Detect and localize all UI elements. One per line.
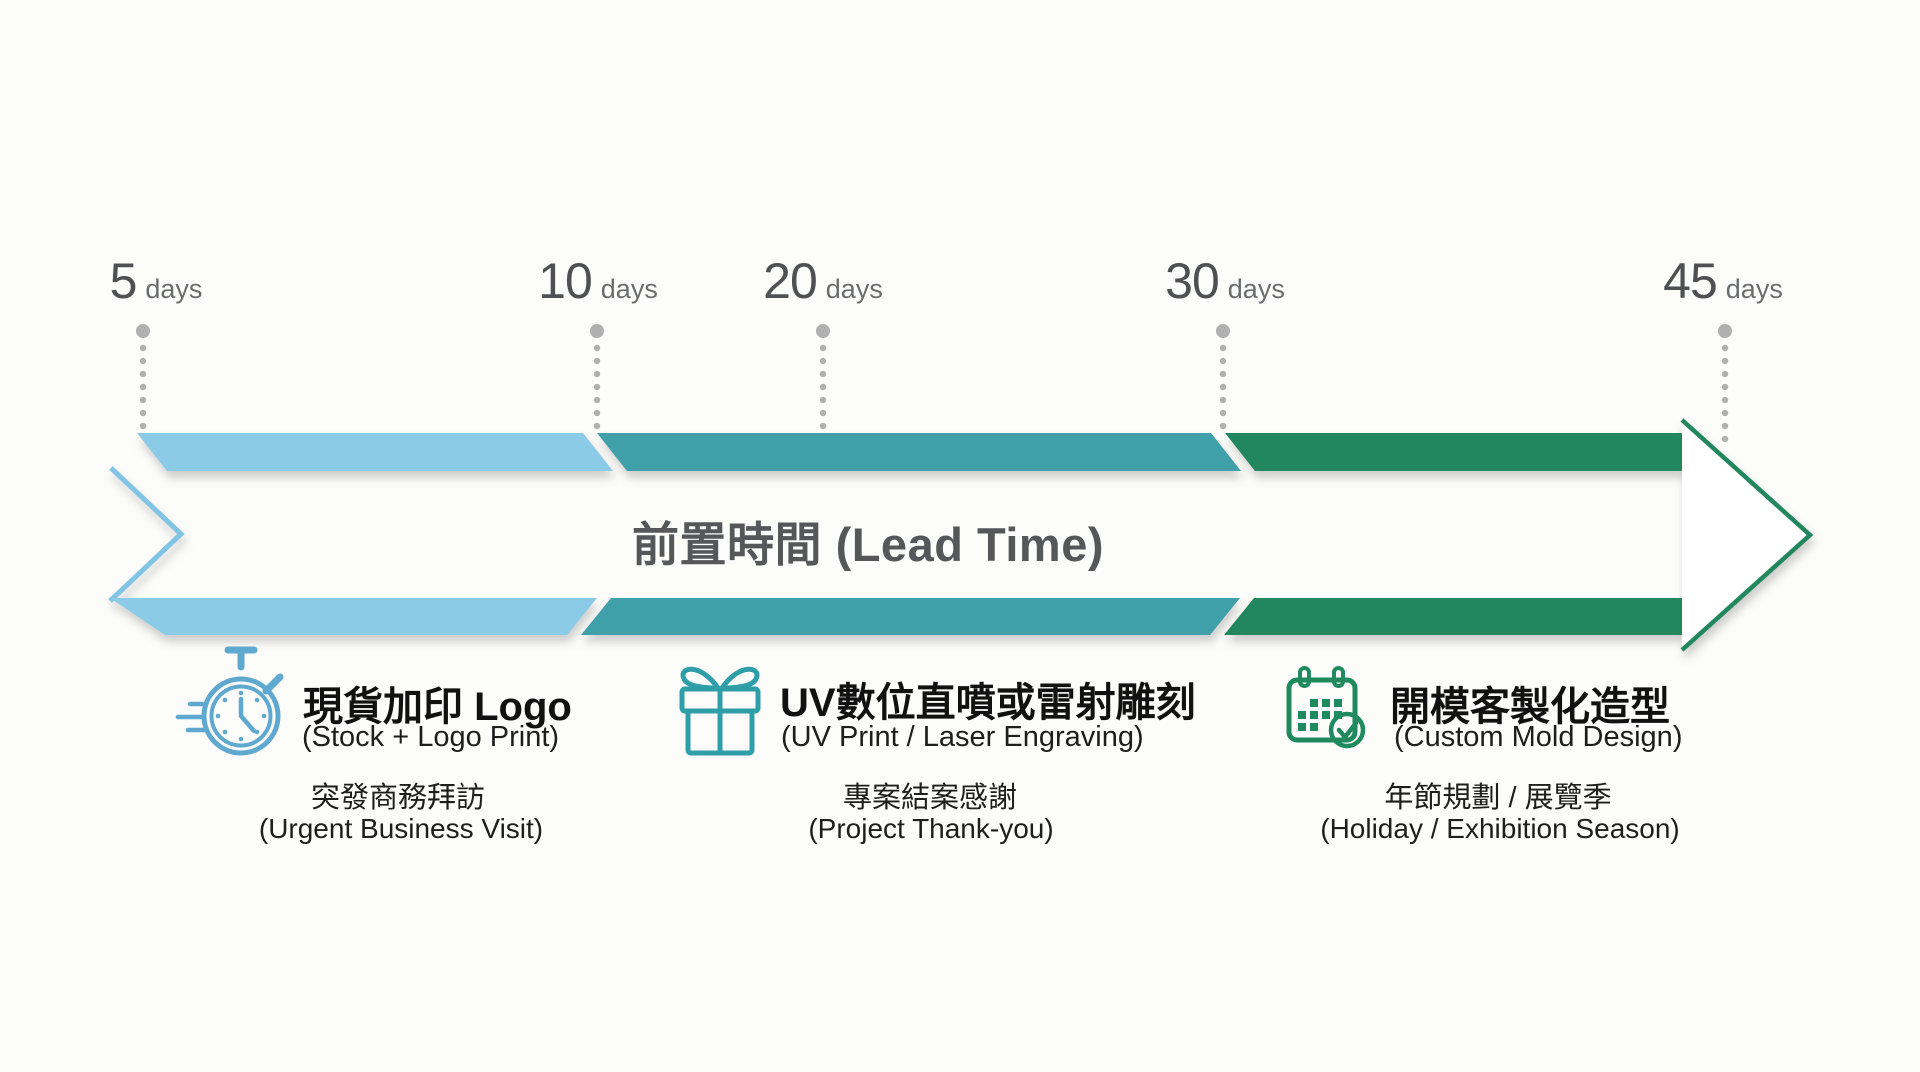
stopwatch-icon xyxy=(175,646,284,756)
timeline-marker-45days: 45 days xyxy=(1663,252,1783,310)
section-mold-title-zh: 開模客製化造型 xyxy=(1390,685,1670,729)
dotted-line-5days xyxy=(136,324,150,430)
stopwatch-ticks xyxy=(215,690,267,742)
marker-value: 10 xyxy=(538,253,593,309)
arrow-left-chevron xyxy=(108,466,185,603)
gift-icon xyxy=(679,666,761,756)
marker-value: 30 xyxy=(1165,253,1220,309)
top-band-segment-uv xyxy=(597,433,1241,471)
timeline-marker-5days: 5 days xyxy=(110,252,203,310)
timeline-marker-30days: 30 days xyxy=(1165,252,1285,310)
marker-unit: days xyxy=(825,274,883,304)
calendar-grid xyxy=(1298,699,1342,731)
arrow-head xyxy=(1682,420,1810,650)
marker-unit: days xyxy=(1725,274,1783,304)
section-uv-title-en: (UV Print / Laser Engraving) xyxy=(781,721,1144,753)
top-band-segment-mold xyxy=(1225,433,1725,471)
timeline-marker-20days: 20 days xyxy=(763,252,883,310)
section-stock-title-en: (Stock + Logo Print) xyxy=(302,721,560,753)
marker-unit: days xyxy=(145,274,203,304)
bottom-band-segment-uv xyxy=(581,598,1240,635)
marker-value: 5 xyxy=(109,253,138,309)
section-stock-use-en: (Urgent Business Visit) xyxy=(258,813,544,844)
section-uv-title-zh: UV數位直噴或雷射雕刻 xyxy=(780,681,1196,725)
calendar-check-icon xyxy=(1286,666,1366,749)
section-stock-title-zh: 現貨加印 Logo xyxy=(303,685,572,729)
marker-unit: days xyxy=(600,274,658,304)
section-mold-use-en: (Holiday / Exhibition Season) xyxy=(1320,813,1680,844)
dotted-line-10days xyxy=(590,324,604,430)
timeline-dotted-lines xyxy=(136,324,1732,443)
section-stock-use-zh: 突發商務拜訪 xyxy=(310,782,486,814)
section-uv-use-zh: 專案結案感謝 xyxy=(842,782,1018,814)
top-band-segment-stock xyxy=(137,433,613,471)
marker-value: 45 xyxy=(1663,253,1718,309)
marker-value: 20 xyxy=(763,253,818,309)
dotted-line-45days xyxy=(1718,324,1732,443)
lead-time-arrow xyxy=(108,418,1814,652)
section-uv-use-en: (Project Thank-you) xyxy=(808,813,1054,844)
timeline-marker-10days: 10 days xyxy=(538,252,658,310)
section-mold-use-zh: 年節規劃 / 展覽季 xyxy=(1384,782,1612,814)
bottom-band-segment-stock xyxy=(110,598,597,635)
marker-unit: days xyxy=(1227,274,1285,304)
bottom-band-segment-mold xyxy=(1224,598,1726,635)
arrow-head-outline xyxy=(1680,418,1814,652)
arrow-title: 前置時間 (Lead Time) xyxy=(632,518,1104,571)
dotted-line-30days xyxy=(1216,324,1230,430)
dotted-line-20days xyxy=(816,324,830,430)
section-mold-title-en: (Custom Mold Design) xyxy=(1394,721,1683,753)
